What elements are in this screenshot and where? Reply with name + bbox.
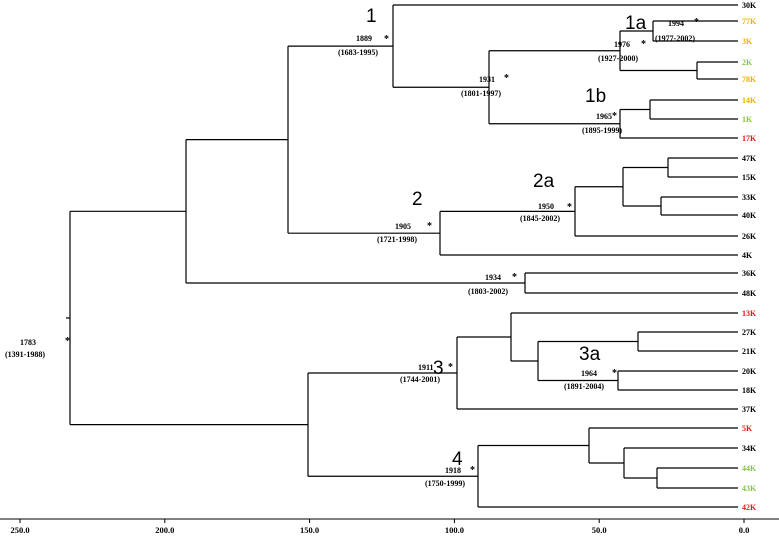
node-annotations: 1783 (1391-1988) * 1889 (1683-1995) * 1931 (180…: [5, 17, 699, 488]
leaf-label: 20K: [742, 367, 757, 376]
node-support-star: *: [694, 17, 699, 28]
node-support-star: *: [641, 39, 646, 50]
leaf-label: 40K: [742, 211, 757, 220]
leaf-label: 42K: [742, 503, 757, 512]
leaf-label: 18K: [742, 386, 757, 395]
leaf-label: 30K: [742, 1, 757, 10]
node-support-star: *: [567, 202, 572, 213]
leaf-labels: 30K 77K 3K 2K 78K 14K 1K 17K 47K 15K 33K 40K 26K 4K 36…: [742, 1, 757, 512]
leaf-label: 43K: [742, 484, 757, 493]
leaf-label: 44K: [742, 464, 757, 473]
axis-tick-label: 250.0: [10, 525, 29, 535]
node-support-star: *: [504, 73, 509, 84]
node-confidence-interval: (1683-1995): [338, 48, 378, 57]
leaf-label: 78K: [742, 75, 757, 84]
node-age: 1889: [356, 34, 372, 43]
leaf-label: 33K: [742, 193, 757, 202]
node-support-star: *: [512, 272, 517, 283]
node-support-star: *: [470, 465, 475, 476]
clade-label-3a: 3a: [579, 344, 601, 365]
node-support-star: *: [612, 111, 617, 122]
leaf-label: 4K: [742, 251, 753, 260]
node-age: 1783: [20, 338, 36, 347]
clade-label-3: 3: [433, 358, 444, 379]
node-support-star: *: [448, 362, 453, 373]
node-support-star: *: [427, 221, 432, 232]
clade-label-1a: 1a: [625, 13, 647, 34]
leaf-label: 1K: [742, 115, 753, 124]
clade-label-4: 4: [452, 449, 463, 470]
node-confidence-interval: (1750-1999): [425, 479, 465, 488]
node-support-star: *: [384, 34, 389, 45]
leaf-label: 48K: [742, 289, 757, 298]
node-age: 1918: [445, 466, 461, 475]
clade-labels: 1 1a 1b 2 2a 3 3a 4: [366, 6, 647, 470]
node-age: 1931: [479, 75, 495, 84]
axis-tick-label: 50.0: [592, 525, 607, 535]
leaf-label: 26K: [742, 232, 757, 241]
node-confidence-interval: (1927-2000): [598, 54, 638, 63]
leaf-label: 2K: [742, 58, 753, 67]
time-axis: 250.0 200.0 150.0 100.0 50.0 0.0: [0, 518, 779, 535]
axis-tick-label: 100.0: [445, 525, 464, 535]
node-confidence-interval: (1803-2002): [468, 287, 508, 296]
leaf-label: 37K: [742, 405, 757, 414]
leaf-label: 34K: [742, 444, 757, 453]
clade-label-2: 2: [412, 189, 423, 210]
leaf-label: 15K: [742, 173, 757, 182]
clade-label-1b: 1b: [585, 86, 606, 107]
leaf-label: 77K: [742, 17, 757, 26]
leaf-label: 17K: [742, 134, 757, 143]
node-confidence-interval: (1801-1997): [461, 89, 501, 98]
leaf-label: 5K: [742, 424, 753, 433]
leaf-label: 21K: [742, 347, 757, 356]
node-confidence-interval: (1721-1998): [377, 235, 417, 244]
leaf-label: 47K: [742, 154, 757, 163]
leaf-label: 3K: [742, 37, 753, 46]
node-age: 1976: [614, 40, 630, 49]
node-confidence-interval: (1845-2002): [520, 214, 560, 223]
node-confidence-interval: (1977-2002): [655, 34, 695, 43]
node-support-star: *: [65, 336, 70, 347]
node-age: 1964: [581, 369, 597, 378]
leaf-label: 13K: [742, 309, 757, 318]
leaf-label: 14K: [742, 96, 757, 105]
node-age: 1905: [395, 222, 411, 231]
clade-label-2a: 2a: [533, 171, 555, 192]
node-confidence-interval: (1391-1988): [5, 350, 45, 359]
axis-tick-label: 200.0: [155, 525, 174, 535]
axis-tick-label: 150.0: [300, 525, 319, 535]
node-confidence-interval: (1895-1999): [582, 126, 622, 135]
node-age: 1950: [538, 202, 554, 211]
node-confidence-interval: (1891-2004): [564, 382, 604, 391]
node-age: 1994: [668, 19, 684, 28]
node-confidence-interval: (1744-2001): [400, 375, 440, 384]
node-support-star: *: [612, 368, 617, 379]
clade-label-1: 1: [366, 6, 377, 27]
leaf-label: 27K: [742, 328, 757, 337]
tree-branches: [66, 4, 738, 508]
node-age: 1934: [485, 273, 501, 282]
node-age: 1911: [418, 363, 434, 372]
axis-tick-label: 0.0: [739, 525, 750, 535]
node-age: 1965: [596, 112, 612, 121]
leaf-label: 36K: [742, 269, 757, 278]
